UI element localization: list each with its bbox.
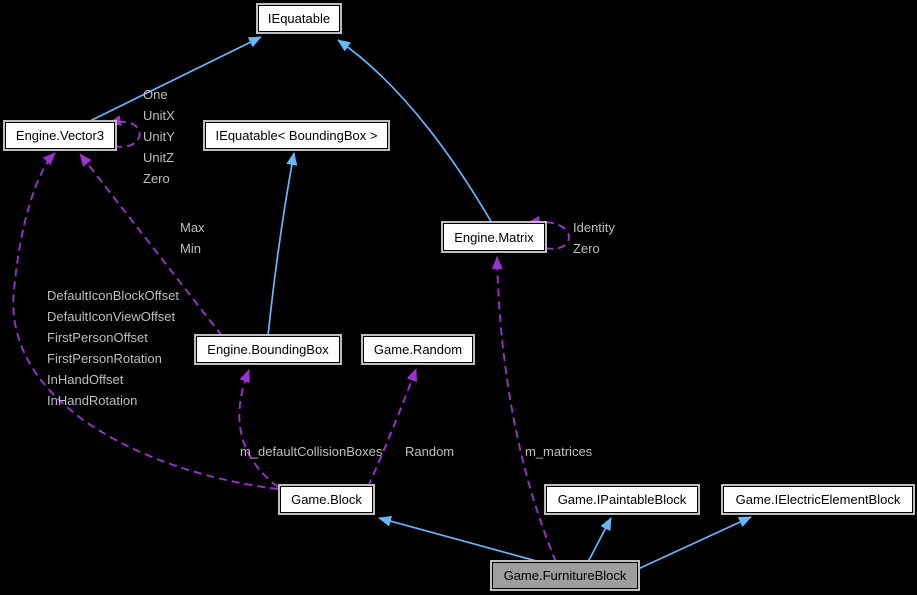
node-game-random[interactable]: Game.Random bbox=[363, 336, 473, 363]
edge-block-to-vector3-offsets bbox=[12, 152, 279, 490]
edge-vector3-to-iequatable bbox=[87, 36, 262, 123]
node-game-ipaintableblock[interactable]: Game.IPaintableBlock bbox=[546, 486, 698, 513]
edge-vector3-self-loop bbox=[108, 115, 141, 148]
edge-label-line: UnitX bbox=[143, 108, 175, 123]
edge-labels-matrix-self: Identity Zero bbox=[573, 217, 615, 259]
edge-label-line: UnitZ bbox=[143, 150, 175, 165]
edge-labels-block-to-vector3: DefaultIconBlockOffset DefaultIconViewOf… bbox=[47, 285, 179, 411]
edge-label-line: InHandOffset bbox=[47, 372, 124, 387]
edge-label-line: One bbox=[143, 87, 168, 102]
edge-label-line: Identity bbox=[573, 220, 615, 235]
edge-boundingbox-to-iequatable-boundingbox bbox=[267, 152, 298, 337]
edge-label-line: Max bbox=[180, 220, 205, 235]
node-engine-vector3[interactable]: Engine.Vector3 bbox=[5, 122, 115, 149]
edge-labels-vector3-self: One UnitX UnitY UnitZ Zero bbox=[143, 84, 175, 189]
edge-label-line: Min bbox=[180, 241, 201, 256]
node-game-ielectricelementblock[interactable]: Game.IElectricElementBlock bbox=[723, 486, 913, 513]
edge-furnitureblock-to-ielectricelementblock bbox=[637, 516, 752, 570]
node-engine-boundingbox[interactable]: Engine.BoundingBox bbox=[196, 336, 340, 363]
edge-block-to-random bbox=[367, 368, 417, 488]
edge-label-line: FirstPersonRotation bbox=[47, 351, 162, 366]
edge-label-line: UnitY bbox=[143, 129, 175, 144]
edge-labels-boundingbox-to-vector3: Max Min bbox=[180, 217, 205, 259]
edge-label-line: Zero bbox=[573, 241, 600, 256]
edge-furnitureblock-to-matrix bbox=[491, 256, 557, 563]
node-iequatable-boundingbox[interactable]: IEquatable< BoundingBox > bbox=[205, 122, 388, 149]
node-iequatable[interactable]: IEquatable bbox=[258, 5, 340, 32]
edge-furnitureblock-to-block bbox=[378, 515, 541, 563]
node-game-block[interactable]: Game.Block bbox=[280, 486, 373, 513]
edge-label-m-defaultcollisionboxes: m_defaultCollisionBoxes bbox=[240, 444, 383, 459]
edge-furnitureblock-to-ipaintableblock bbox=[587, 517, 612, 563]
edge-label-line: InHandRotation bbox=[47, 393, 138, 408]
edge-block-to-boundingbox bbox=[238, 369, 279, 488]
edge-matrix-self-loop bbox=[527, 215, 570, 250]
edge-matrix-to-iequatable bbox=[337, 39, 493, 224]
edge-label-random: Random bbox=[405, 444, 455, 459]
edge-label-line: FirstPersonOffset bbox=[47, 330, 148, 345]
node-game-furnitureblock: Game.FurnitureBlock bbox=[492, 562, 638, 589]
edge-label-line: Zero bbox=[143, 171, 170, 186]
edge-label-line: DefaultIconViewOffset bbox=[47, 309, 176, 324]
node-engine-matrix[interactable]: Engine.Matrix bbox=[443, 223, 545, 251]
edge-label-line: DefaultIconBlockOffset bbox=[47, 288, 179, 303]
edge-label-m-matrices: m_matrices bbox=[525, 444, 593, 459]
